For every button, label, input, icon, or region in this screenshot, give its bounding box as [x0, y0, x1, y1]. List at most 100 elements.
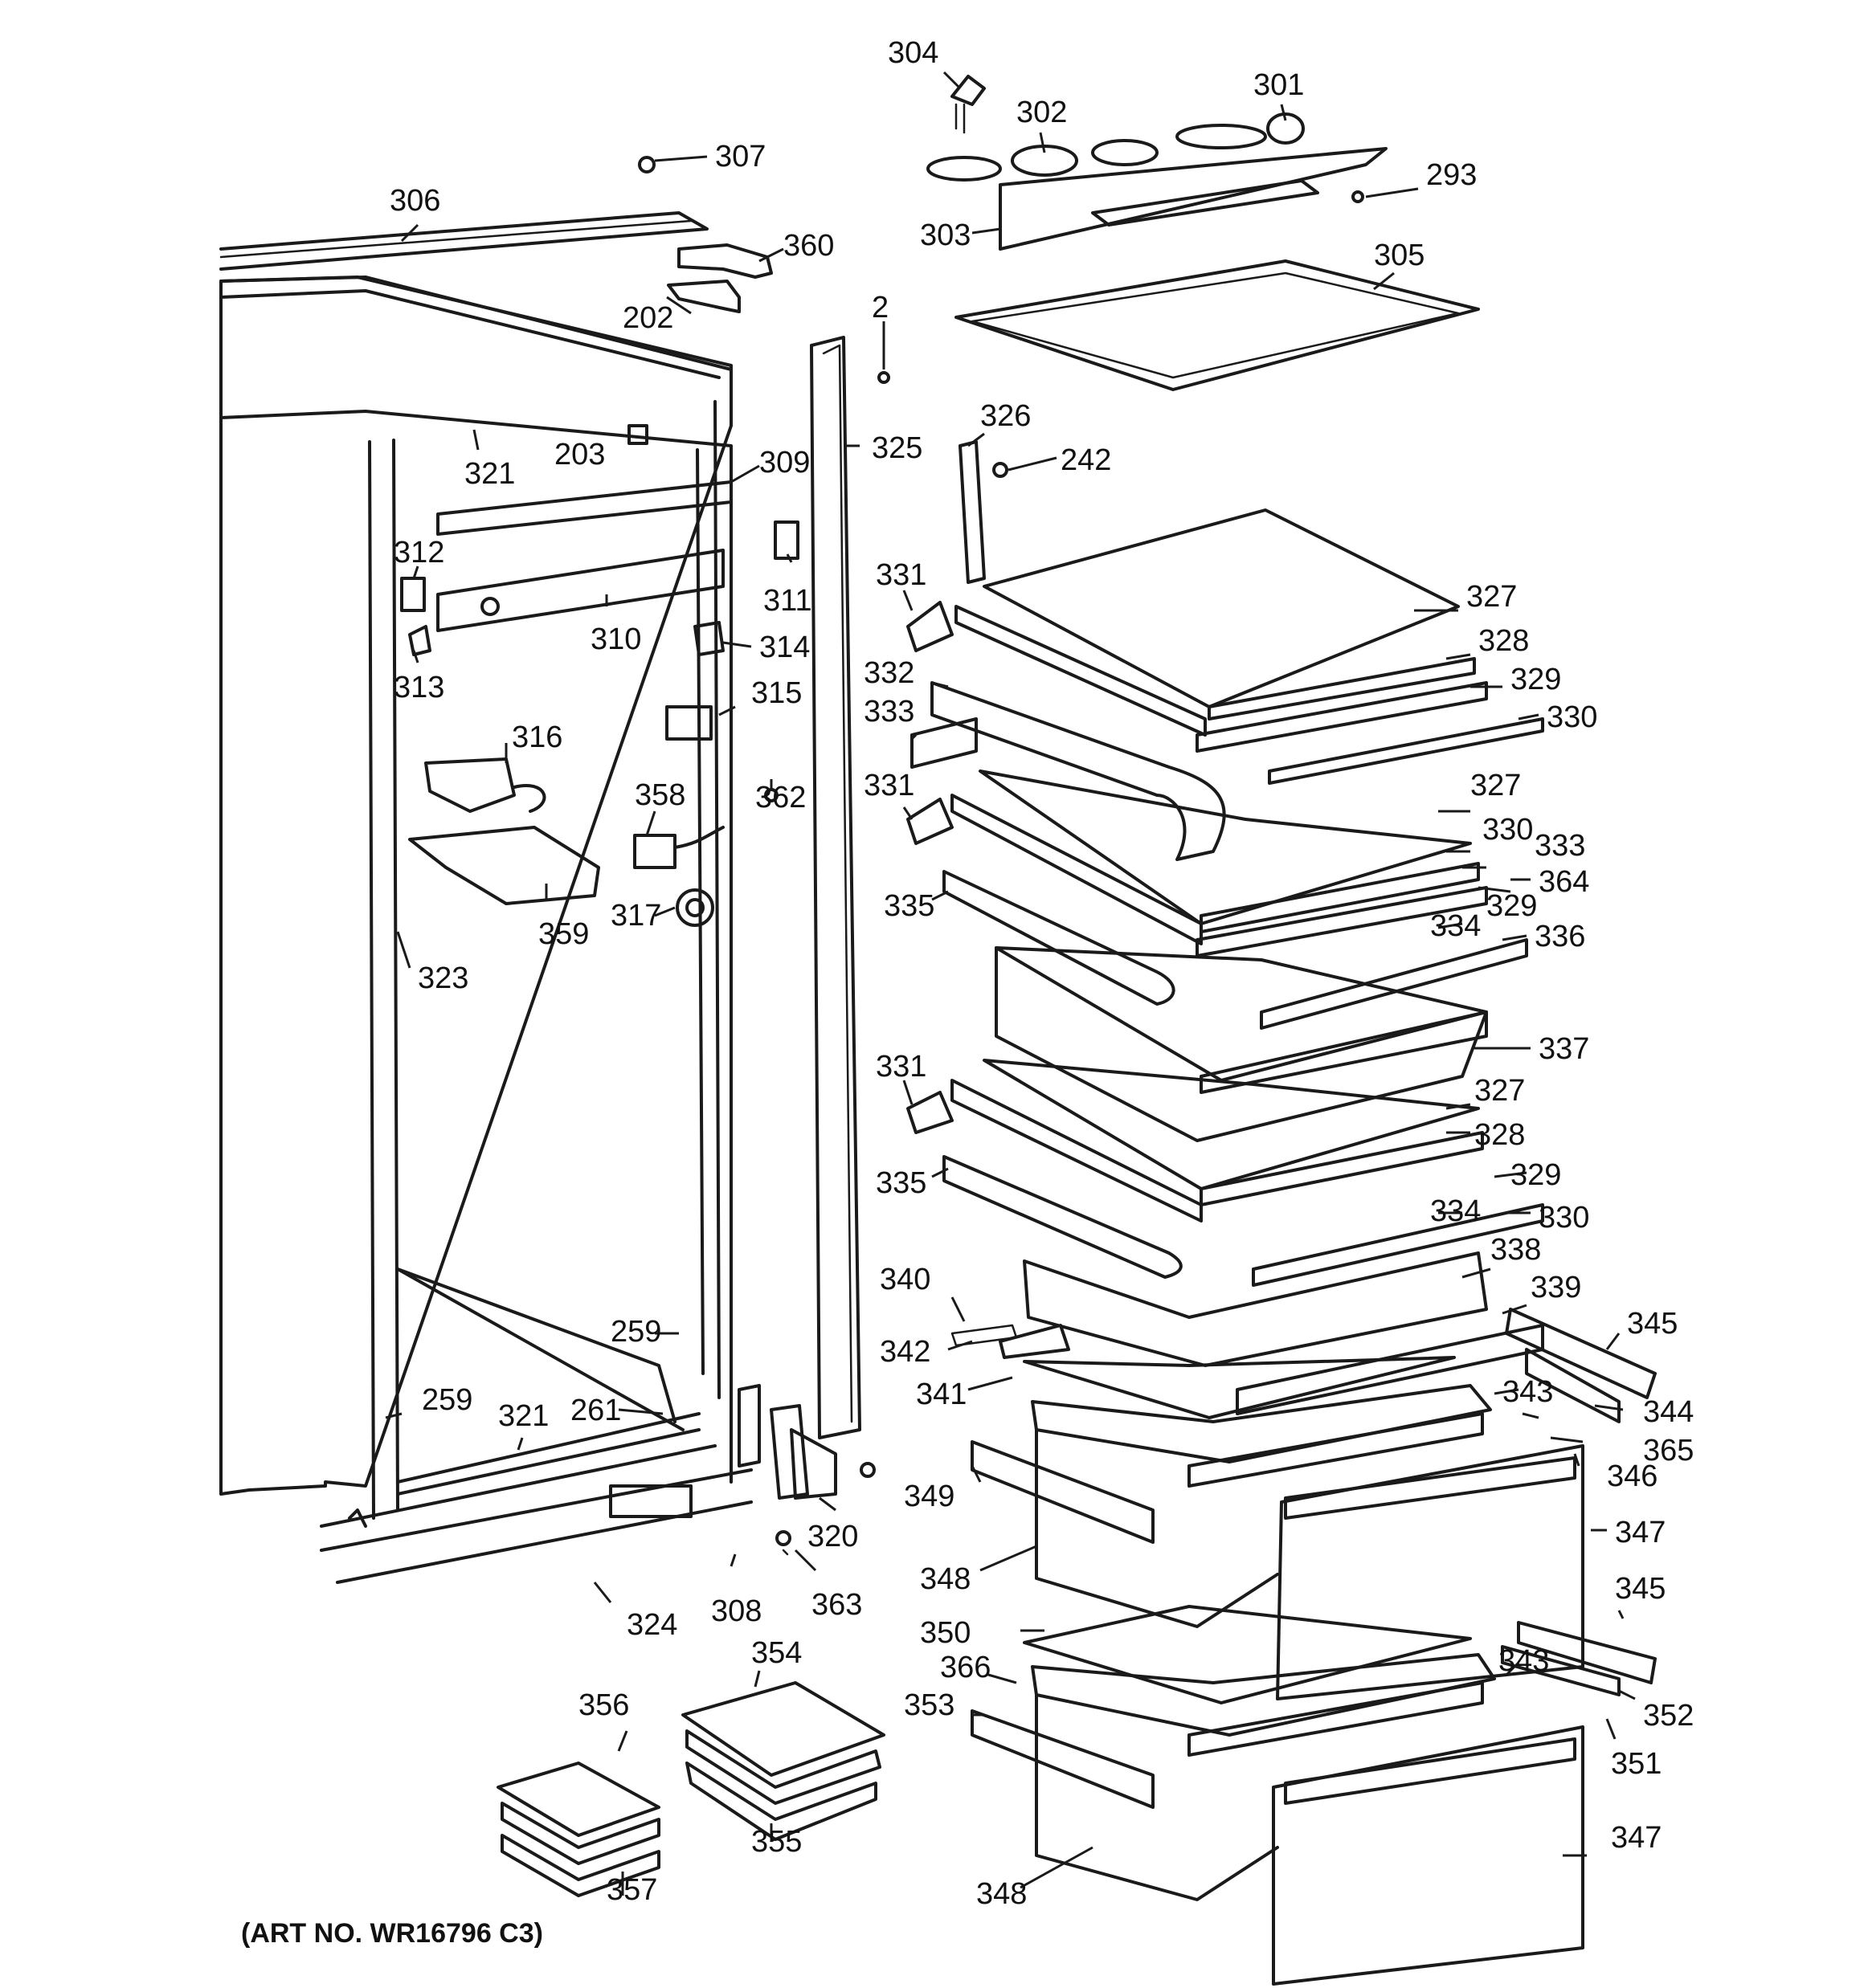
callout-352: 352	[1643, 1699, 1694, 1733]
callout-347b: 347	[1611, 1821, 1662, 1855]
callout-333: 333	[864, 695, 914, 729]
callout-306: 306	[390, 184, 440, 218]
art-number-caption: (ART NO. WR16796 C3)	[241, 1918, 543, 1949]
callout-347: 347	[1615, 1516, 1666, 1549]
callout-321: 321	[464, 457, 515, 491]
callout-327b: 327	[1470, 769, 1521, 802]
callout-329c: 329	[1510, 1158, 1561, 1192]
callout-364: 364	[1539, 865, 1589, 899]
callout-261: 261	[570, 1394, 621, 1427]
callout-leaders	[385, 71, 1636, 1896]
callout-202: 202	[623, 301, 673, 335]
callout-348b: 348	[976, 1877, 1027, 1911]
cabinet-liner	[219, 276, 753, 1584]
callout-363: 363	[811, 1588, 862, 1622]
callout-341: 341	[916, 1378, 967, 1411]
callout-334b: 334	[1430, 1194, 1481, 1228]
callout-353: 353	[904, 1688, 954, 1722]
crisper-cover-lower	[1023, 1605, 1657, 1704]
shelf-front-bar	[942, 870, 1528, 1030]
callout-339: 339	[1531, 1271, 1581, 1304]
callout-303: 303	[920, 218, 971, 252]
light-assembly-top	[926, 75, 1388, 251]
callout-357: 357	[607, 1873, 657, 1907]
callout-335b: 335	[876, 1166, 926, 1200]
callout-325: 325	[872, 431, 922, 465]
glass-shelf-1	[954, 508, 1544, 785]
callout-317: 317	[611, 899, 661, 933]
callout-348: 348	[920, 1562, 971, 1596]
callout-324: 324	[627, 1608, 677, 1642]
callout-334: 334	[1430, 909, 1481, 943]
callout-345b: 345	[1615, 1572, 1666, 1606]
callout-331: 331	[876, 558, 926, 592]
callout-338: 338	[1490, 1233, 1541, 1267]
callout-314: 314	[759, 631, 810, 664]
callout-315: 315	[751, 676, 802, 710]
cover-panel	[954, 259, 1480, 391]
callout-labels: 304 302 301 307 293 306 360 303 305 202 …	[390, 36, 1694, 1911]
cabinet-lower-brackets	[609, 1384, 876, 1556]
glass-shelf-3	[906, 1059, 1544, 1287]
callout-330c: 330	[1539, 1201, 1589, 1235]
control-housing	[436, 424, 799, 632]
callout-305: 305	[1374, 239, 1425, 272]
crisper-drawer-upper	[971, 1384, 1584, 1700]
callout-302: 302	[1016, 96, 1067, 129]
callout-332: 332	[864, 656, 914, 690]
snack-pan-small	[497, 1761, 660, 1897]
snack-pan-large	[681, 1681, 885, 1841]
callout-328b: 328	[1474, 1118, 1525, 1152]
callout-343: 343	[1502, 1375, 1553, 1409]
callout-308: 308	[711, 1594, 762, 1628]
callout-330b: 330	[1482, 813, 1533, 847]
callout-329b: 329	[1486, 889, 1537, 923]
callout-310: 310	[591, 623, 641, 656]
callout-342: 342	[880, 1335, 930, 1369]
center-mullion	[810, 336, 861, 1439]
callout-259b: 259	[422, 1383, 472, 1417]
callout-313: 313	[394, 671, 444, 704]
callout-327: 327	[1466, 580, 1517, 614]
small-screws	[638, 156, 1364, 1546]
callout-344: 344	[1643, 1395, 1694, 1429]
callout-351: 351	[1611, 1747, 1662, 1781]
callout-350: 350	[920, 1616, 971, 1650]
callout-343b: 343	[1498, 1644, 1549, 1678]
callout-309: 309	[759, 446, 810, 480]
callout-307: 307	[715, 140, 766, 173]
callout-335: 335	[884, 889, 934, 923]
small-clip-parts	[400, 577, 725, 741]
callout-359: 359	[538, 917, 589, 951]
callout-366: 366	[940, 1651, 991, 1684]
callout-326: 326	[980, 399, 1031, 433]
callout-321b: 321	[498, 1399, 549, 1433]
callout-362: 362	[755, 781, 806, 814]
callout-320: 320	[807, 1520, 858, 1553]
callout-331c: 331	[876, 1050, 926, 1084]
callout-311: 311	[763, 584, 812, 618]
callout-259: 259	[611, 1315, 661, 1349]
callout-358: 358	[635, 778, 685, 812]
callout-349: 349	[904, 1480, 954, 1513]
callout-346: 346	[1607, 1459, 1657, 1493]
callout-330: 330	[1547, 700, 1597, 734]
callout-312: 312	[394, 536, 444, 569]
callout-365: 365	[1643, 1434, 1694, 1468]
crisper-drawer-lower	[971, 1653, 1584, 1986]
light-housing	[408, 757, 600, 905]
callout-327c: 327	[1474, 1074, 1525, 1108]
callout-203: 203	[554, 438, 605, 471]
callout-316: 316	[512, 720, 562, 754]
callout-354: 354	[751, 1636, 802, 1670]
callout-356: 356	[578, 1688, 629, 1722]
deli-pan	[995, 946, 1488, 1142]
crisper-cover-frame	[950, 1251, 1657, 1423]
shelf-trim-1	[906, 601, 1226, 861]
callout-340: 340	[880, 1263, 930, 1296]
glass-shelf-2	[906, 769, 1488, 957]
callout-345: 345	[1627, 1307, 1678, 1341]
callout-2: 2	[872, 291, 889, 325]
callout-323: 323	[418, 961, 468, 995]
